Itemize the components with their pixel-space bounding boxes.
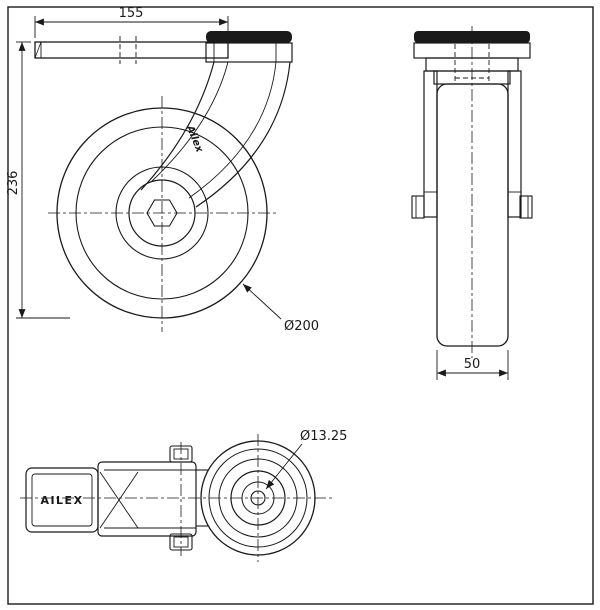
front-fork-logo-text: Ailex: [184, 123, 205, 154]
plan-raceway-rings: [200, 440, 316, 556]
front-fork-boss-circle: [128, 179, 196, 247]
dim-overall-height: 236: [6, 41, 70, 319]
side-fork-legs: [423, 70, 522, 218]
side-axle-nuts: [411, 195, 533, 219]
front-wheel-hub-circle: [115, 166, 209, 260]
front-center-lines: [48, 96, 278, 332]
plan-pedal-logo-text: AILEX: [40, 494, 83, 507]
front-wheel-outer-circle: [56, 107, 268, 319]
dim-wheel-width: 50: [436, 350, 509, 380]
dim-wheel-diameter: Ø200: [242, 283, 319, 334]
front-view: Ailex: [34, 31, 293, 332]
front-plate-bolt-hidden-lines: [119, 36, 137, 64]
front-top-plate: [34, 36, 229, 64]
side-wheel-profile: [436, 83, 509, 347]
front-swivel-seal-band: [206, 31, 292, 43]
plan-view: AILEX: [20, 434, 332, 562]
plan-bracket-body: [97, 461, 197, 537]
front-wheel-tread-circle: [75, 126, 249, 300]
dim-bolt-hole-label: Ø13.25: [300, 429, 347, 444]
side-view: [411, 26, 533, 358]
dim-wheel-width-label: 50: [464, 357, 481, 372]
dim-overall-height-label: 236: [6, 171, 21, 196]
sheet-border: [7, 6, 594, 605]
front-fork: [140, 42, 293, 208]
dim-bolt-hole: Ø13.25: [265, 429, 347, 490]
plan-bolt-hole-circle: [250, 490, 266, 506]
front-axle-hex-nut: [146, 199, 178, 227]
plan-corner-bolts: [169, 445, 193, 551]
side-kingpin-hidden-lines: [454, 44, 490, 84]
side-swivel-seal-band: [414, 31, 530, 43]
plan-raceway-connectors: [196, 469, 209, 527]
dim-plate-width: 155: [34, 6, 229, 38]
dim-wheel-diameter-label: Ø200: [284, 319, 319, 334]
dim-plate-width-label: 155: [119, 6, 144, 21]
